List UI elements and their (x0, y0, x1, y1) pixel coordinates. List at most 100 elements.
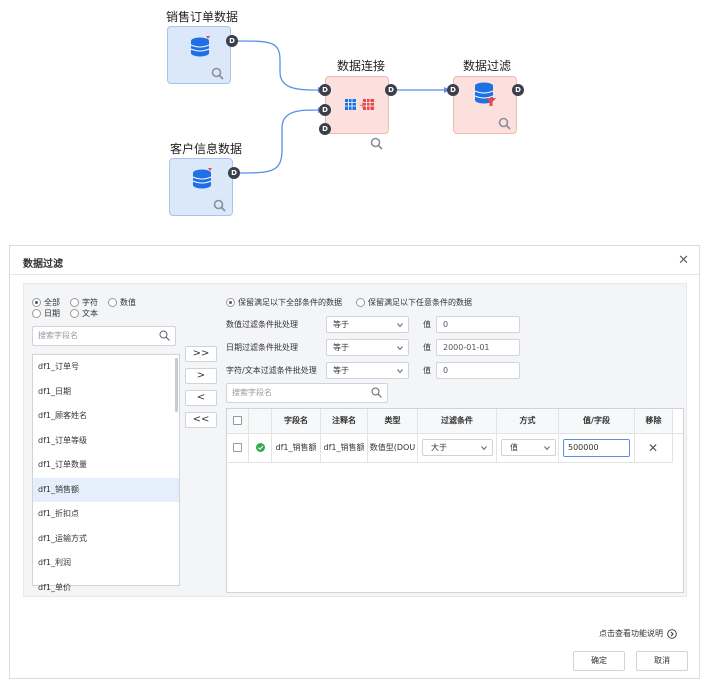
input-port[interactable]: D (319, 104, 331, 116)
move-right-button[interactable]: > (185, 368, 217, 384)
node-title-data-join: 数据连接 (337, 59, 386, 73)
radio-label: 字符 (82, 298, 98, 307)
select-value: 等于 (333, 320, 349, 329)
database-icon (192, 168, 212, 189)
batch-op-select-text[interactable]: 等于 (326, 362, 409, 379)
node-data-join-frame (325, 76, 391, 152)
list-item[interactable]: df1_折扣点 (38, 509, 79, 518)
header-comment-name: 注释名 (321, 409, 368, 433)
radio-unchecked-icon (70, 298, 79, 307)
header-mode: 方式 (497, 409, 559, 433)
radio-date[interactable]: 日期 (32, 308, 60, 319)
dialog-title: 数据过滤 (23, 259, 63, 270)
search-placeholder: 搜索字段名 (38, 331, 78, 340)
list-item[interactable]: df1_订单号 (38, 362, 79, 371)
row-divider (227, 462, 673, 463)
move-left-button[interactable]: < (185, 390, 217, 406)
batch-label-text: 字符/文本过滤条件批处理 (226, 366, 317, 375)
list-item[interactable]: df1_利润 (38, 558, 71, 567)
field-type-radio-row-1: 全部 字符 数值 (32, 297, 146, 308)
chevron-down-icon (397, 346, 403, 351)
condition-select[interactable]: 大于 (422, 439, 493, 456)
field-type-radio-row-2: 日期 文本 (32, 308, 108, 319)
radio-unchecked-icon (32, 309, 41, 318)
node-data-filter[interactable] (453, 76, 517, 134)
input-port[interactable]: D (447, 84, 459, 96)
list-item[interactable]: df1_顾客姓名 (38, 411, 87, 420)
radio-all[interactable]: 全部 (32, 297, 60, 308)
header-select-all[interactable] (227, 409, 249, 433)
output-port[interactable]: D (385, 84, 397, 96)
batch-value-input-text[interactable]: 0 (436, 362, 520, 379)
table-search-input[interactable]: 搜索字段名 (226, 383, 388, 403)
select-value: 等于 (333, 343, 349, 352)
list-item[interactable]: df1_单价 (38, 582, 71, 592)
field-list[interactable]: df1_订单号 df1_日期 df1_顾客姓名 df1_订单等级 df1_订单数… (32, 354, 180, 592)
node-title-customer-info: 客户信息数据 (170, 142, 243, 156)
magnifier-icon[interactable] (498, 117, 511, 130)
field-list-scrollbar[interactable] (175, 358, 178, 412)
database-icon (190, 36, 210, 57)
dialog-divider (10, 274, 699, 275)
value-label: 值 (423, 320, 431, 329)
table-cell-condition: 大于 (418, 434, 497, 462)
mode-select[interactable]: 值 (501, 439, 556, 456)
header-type: 类型 (368, 409, 418, 433)
checkbox[interactable] (233, 443, 242, 452)
data-filter-dialog: 数据过滤 ✕ 全部 字符 数值 日期 文本 搜索字段名 (9, 245, 700, 679)
help-link[interactable]: 点击查看功能说明 (599, 628, 677, 639)
radio-char[interactable]: 字符 (70, 297, 98, 308)
magnifier-icon[interactable] (370, 137, 383, 150)
ok-button[interactable]: 确定 (573, 651, 625, 671)
output-port[interactable]: D (512, 84, 524, 96)
svg-text:+: + (359, 101, 367, 111)
remove-icon[interactable]: ✕ (648, 441, 659, 455)
radio-keep-all[interactable]: 保留满足以下全部条件的数据 (226, 297, 342, 308)
checkbox[interactable] (233, 416, 242, 425)
list-item[interactable]: df1_订单数量 (38, 460, 87, 469)
table-cell-mode: 值 (497, 434, 559, 462)
batch-value-input-date[interactable]: 2000-01-01 (436, 339, 520, 356)
help-text: 点击查看功能说明 (599, 629, 663, 638)
search-icon (159, 330, 170, 341)
chevron-down-icon (544, 446, 550, 451)
value-input[interactable]: 500000 (563, 439, 630, 457)
magnifier-icon[interactable] (213, 199, 226, 212)
header-field-name: 字段名 (272, 409, 321, 433)
node-customer-info[interactable] (169, 158, 233, 216)
node-title-sales-orders: 销售订单数据 (166, 10, 239, 24)
header-value-field: 值/字段 (559, 409, 635, 433)
radio-label: 保留满足以下全部条件的数据 (238, 298, 342, 307)
input-port[interactable]: D (319, 84, 331, 96)
cancel-button[interactable]: 取消 (636, 651, 688, 671)
list-item[interactable]: df1_运输方式 (38, 533, 87, 543)
table-cell-field-name: df1_销售额 (272, 434, 321, 462)
radio-keep-any[interactable]: 保留满足以下任意条件的数据 (356, 297, 472, 308)
radio-checked-icon (32, 298, 41, 307)
output-port[interactable]: D (228, 167, 240, 179)
batch-value-input-numeric[interactable]: 0 (436, 316, 520, 333)
condition-mode-row: 保留满足以下全部条件的数据 保留满足以下任意条件的数据 (226, 297, 482, 308)
list-item[interactable]: df1_订单等级 (38, 435, 87, 445)
field-search-input[interactable]: 搜索字段名 (32, 326, 176, 346)
table-row-select[interactable] (227, 434, 249, 462)
table-cell-type: 数值型(DOU (368, 434, 418, 462)
list-item-selected[interactable]: df1_销售额 (33, 477, 179, 502)
close-icon[interactable]: ✕ (678, 253, 689, 268)
dialog-body: 全部 字符 数值 日期 文本 搜索字段名 df1_订单号 df1_日期 df (23, 283, 687, 597)
magnifier-icon[interactable] (211, 67, 224, 80)
radio-num[interactable]: 数值 (108, 297, 136, 308)
output-port[interactable]: D (226, 35, 238, 47)
node-sales-orders[interactable] (167, 26, 231, 84)
table-cell-comment-name: df1_销售额 (321, 434, 368, 462)
input-port[interactable]: D (319, 123, 331, 135)
radio-text[interactable]: 文本 (70, 308, 98, 319)
batch-op-select-date[interactable]: 等于 (326, 339, 409, 356)
radio-unchecked-icon (356, 298, 365, 307)
move-all-right-button[interactable]: >> (185, 346, 217, 362)
radio-label: 文本 (82, 309, 98, 318)
batch-op-select-numeric[interactable]: 等于 (326, 316, 409, 333)
move-all-left-button[interactable]: << (185, 412, 217, 428)
list-item[interactable]: df1_日期 (38, 386, 71, 396)
